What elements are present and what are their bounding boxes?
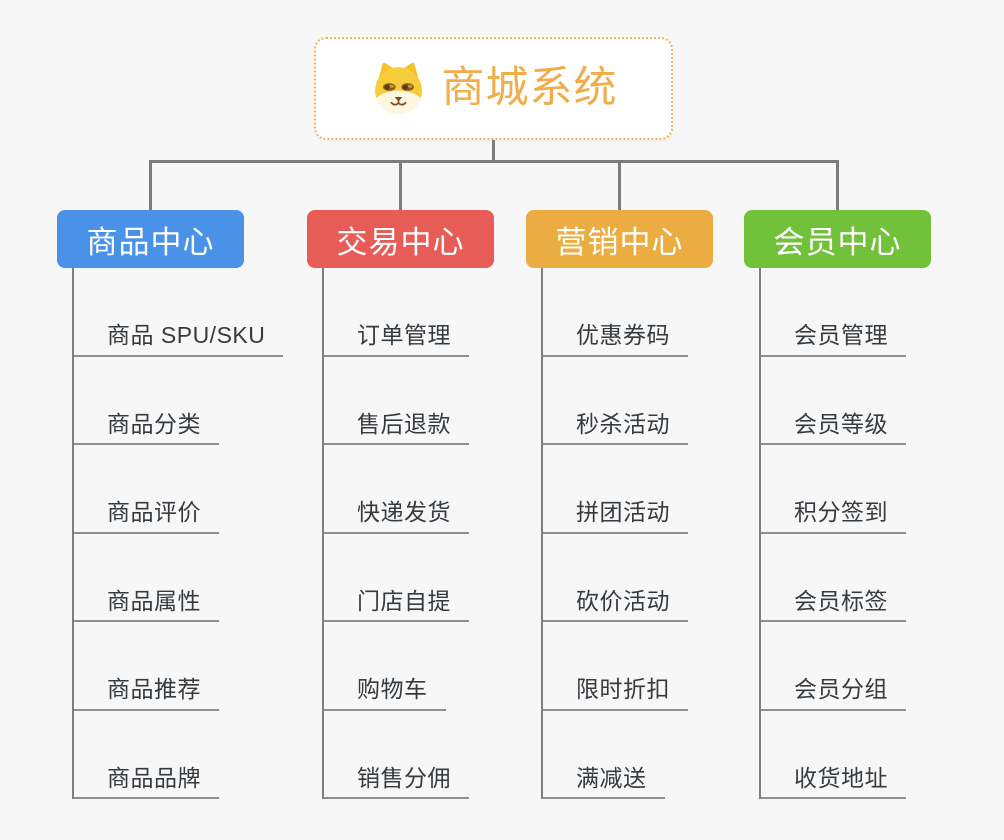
branch-column: 会员中心 会员管理会员等级积分签到会员标签会员分组收货地址: [744, 210, 989, 799]
leaf-row: 限时折扣: [543, 622, 771, 711]
leaf-row: 销售分佣: [324, 711, 552, 799]
leaf-row: 售后退款: [324, 357, 552, 445]
leaf-node[interactable]: 商品属性: [74, 588, 219, 622]
branch-column: 商品中心 商品 SPU/SKU 商品分类商品评价商品属性商品推荐商品品牌: [57, 210, 302, 799]
branch-column: 交易中心 订单管理售后退款快递发货门店自提购物车销售分佣: [307, 210, 552, 799]
leaf-node[interactable]: 会员分组: [761, 676, 906, 711]
leaf-node[interactable]: 商品品牌: [74, 765, 219, 799]
leaf-row: 商品品牌: [74, 711, 302, 799]
leaf-node[interactable]: 限时折扣: [543, 676, 688, 711]
leaf-row: 商品分类: [74, 357, 302, 445]
leaf-node[interactable]: 秒杀活动: [543, 411, 688, 445]
branch-items: 优惠券码秒杀活动拼团活动砍价活动限时折扣满减送: [541, 268, 771, 799]
leaf-node[interactable]: 会员等级: [761, 411, 906, 445]
leaf-row: 会员标签: [761, 534, 989, 622]
leaf-node[interactable]: 售后退款: [324, 411, 469, 445]
leaf-node[interactable]: 销售分佣: [324, 765, 469, 799]
branch-items: 会员管理会员等级积分签到会员标签会员分组收货地址: [759, 268, 989, 799]
leaf-node[interactable]: 会员标签: [761, 588, 906, 622]
leaf-row: 积分签到: [761, 445, 989, 534]
branch-header[interactable]: 会员中心: [744, 210, 931, 268]
leaf-row: 商品推荐: [74, 622, 302, 711]
leaf-row: 拼团活动: [543, 445, 771, 534]
leaf-row: 砍价活动: [543, 534, 771, 622]
branch-header[interactable]: 交易中心: [307, 210, 494, 268]
leaf-node[interactable]: 优惠券码: [543, 322, 688, 357]
leaf-node[interactable]: 收货地址: [761, 765, 906, 799]
leaf-row: 收货地址: [761, 711, 989, 799]
leaf-node[interactable]: 积分签到: [761, 499, 906, 534]
branch-items: 订单管理售后退款快递发货门店自提购物车销售分佣: [322, 268, 552, 799]
leaf-node[interactable]: 会员管理: [761, 322, 906, 357]
leaf-node[interactable]: 门店自提: [324, 588, 469, 622]
leaf-row: 快递发货: [324, 445, 552, 534]
leaf-row: 商品评价: [74, 445, 302, 534]
leaf-row: 商品属性: [74, 534, 302, 622]
leaf-row: 秒杀活动: [543, 357, 771, 445]
leaf-node[interactable]: 商品 SPU/SKU: [74, 322, 284, 357]
leaf-row: 门店自提: [324, 534, 552, 622]
leaf-row: 商品 SPU/SKU: [74, 268, 302, 357]
leaf-row: 会员等级: [761, 357, 989, 445]
branch-items: 商品 SPU/SKU 商品分类商品评价商品属性商品推荐商品品牌: [72, 268, 302, 799]
leaf-row: 满减送: [543, 711, 771, 799]
leaf-row: 购物车: [324, 622, 552, 711]
branch-column: 营销中心 优惠券码秒杀活动拼团活动砍价活动限时折扣满减送: [526, 210, 771, 799]
leaf-node[interactable]: 订单管理: [324, 322, 469, 357]
leaf-node[interactable]: 满减送: [543, 765, 665, 799]
root-title: 商城系统: [441, 64, 618, 112]
branch-header[interactable]: 营销中心: [526, 210, 713, 268]
leaf-node[interactable]: 砍价活动: [543, 588, 688, 622]
leaf-node[interactable]: 购物车: [324, 676, 446, 711]
leaf-node[interactable]: 拼团活动: [543, 499, 688, 534]
leaf-row: 会员分组: [761, 622, 989, 711]
leaf-node[interactable]: 快递发货: [324, 499, 469, 534]
leaf-node[interactable]: 商品分类: [74, 411, 219, 445]
leaf-node[interactable]: 商品评价: [74, 499, 219, 534]
doge-icon: [374, 62, 422, 114]
leaf-row: 订单管理: [324, 268, 552, 357]
leaf-row: 会员管理: [761, 268, 989, 357]
leaf-row: 优惠券码: [543, 268, 771, 357]
root-node[interactable]: 商城系统: [314, 37, 673, 140]
branch-header[interactable]: 商品中心: [57, 210, 244, 268]
leaf-node[interactable]: 商品推荐: [74, 676, 219, 711]
